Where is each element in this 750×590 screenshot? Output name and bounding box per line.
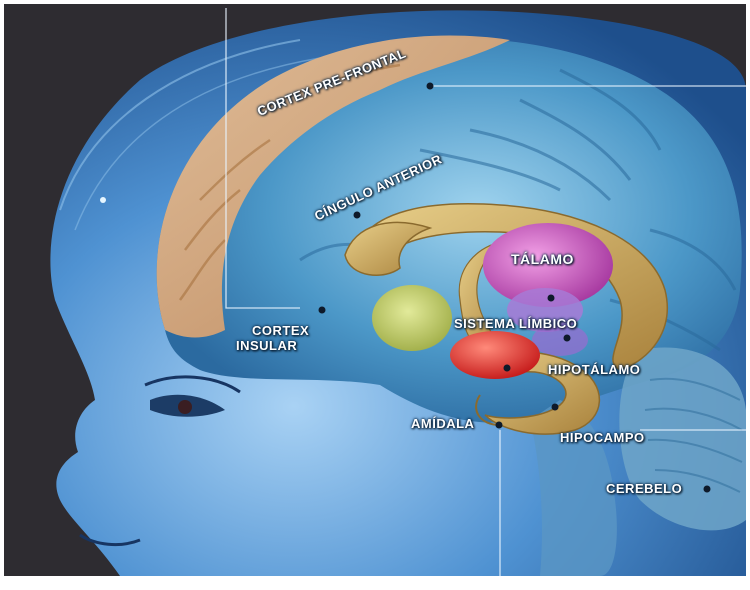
label-hipotalamo: HIPOTÁLAMO	[548, 362, 640, 377]
label-text-line1: CORTEX	[236, 323, 309, 338]
label-text: AMÍDALA	[411, 416, 474, 431]
sparkle	[100, 197, 106, 203]
label-cerebelo: CEREBELO	[606, 481, 682, 496]
label-cortex-insular: CORTEX INSULAR	[236, 323, 309, 353]
label-text: HIPOCAMPO	[560, 430, 645, 445]
label-sistema-limbico: SISTEMA LÍMBICO	[454, 316, 577, 331]
insular-cortex	[372, 285, 452, 351]
label-text-line2: INSULAR	[236, 338, 309, 353]
label-talamo: TÁLAMO	[511, 252, 574, 267]
label-hipocampo: HIPOCAMPO	[560, 430, 645, 445]
label-amidala: AMÍDALA	[411, 416, 474, 431]
iris	[178, 400, 192, 414]
label-text: CEREBELO	[606, 481, 682, 496]
amygdala	[450, 331, 540, 379]
label-text: SISTEMA LÍMBICO	[454, 316, 577, 331]
label-text: TÁLAMO	[511, 252, 574, 267]
label-text: HIPOTÁLAMO	[548, 362, 640, 377]
